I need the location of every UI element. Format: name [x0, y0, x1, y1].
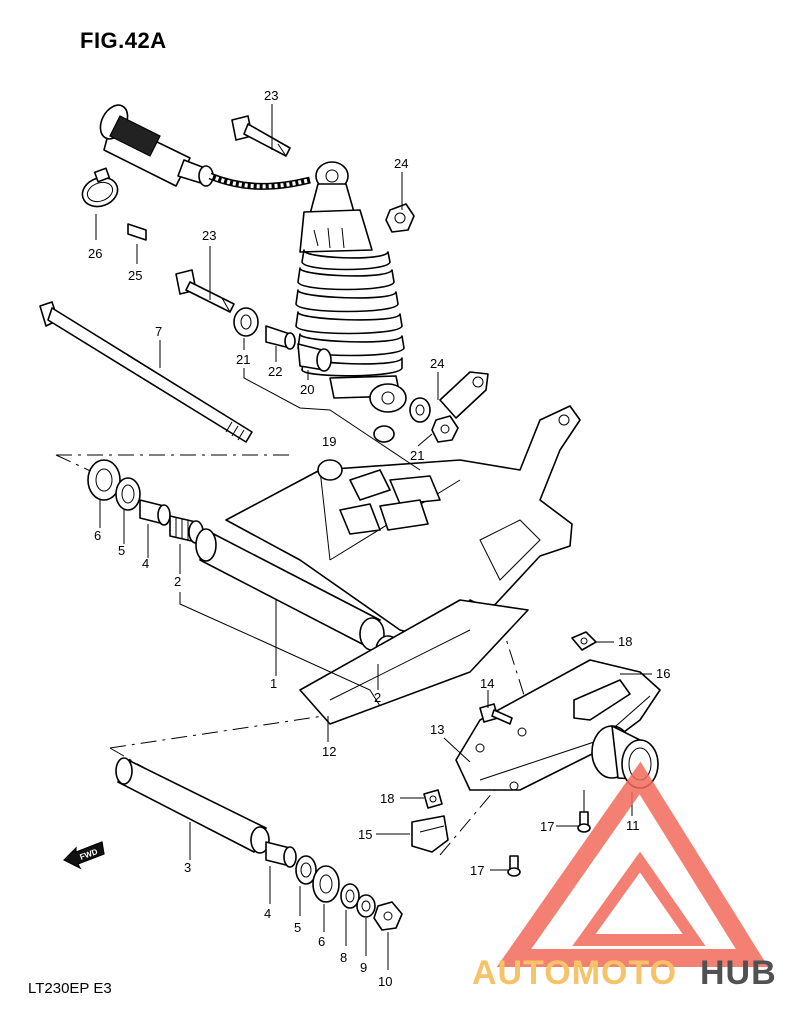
link-nut	[431, 415, 459, 443]
callout-3: 3	[184, 860, 191, 875]
callout-10: 10	[378, 974, 392, 989]
callout-13: 13	[430, 722, 444, 737]
link-washer	[409, 397, 431, 423]
lower-screw	[507, 855, 521, 877]
left-needle-bearing	[169, 515, 204, 544]
rear-shock-absorber	[295, 161, 407, 413]
callout-14: 14	[480, 676, 494, 691]
case-bolt	[479, 703, 513, 725]
callout-7: 7	[155, 324, 162, 339]
pivot-shaft	[39, 301, 253, 443]
callout-1: 1	[270, 676, 277, 691]
rubber-pad	[127, 223, 147, 241]
lower-collar	[356, 894, 376, 918]
callout-2-right: 2	[374, 690, 381, 705]
callout-8: 8	[340, 950, 347, 965]
callout-11: 11	[626, 818, 640, 833]
lower-thrust-washer	[340, 883, 360, 909]
callout-23-upper: 23	[264, 88, 278, 103]
fwd-arrow-icon: FWD	[62, 841, 105, 870]
chain-guard	[299, 599, 529, 725]
callout-labels: 23 24 26 25 23 7 21 22 20 24 19 21 6 5 4…	[88, 88, 670, 989]
case-bracket	[573, 679, 631, 721]
shock-upper-bolt	[231, 115, 291, 157]
callout-4-lower: 4	[264, 906, 271, 921]
callout-2-left: 2	[174, 574, 181, 589]
model-code: LT230EP E3	[28, 980, 112, 997]
callout-5-upper: 5	[118, 543, 125, 558]
lower-washer	[295, 855, 317, 885]
lower-spacer	[265, 841, 297, 868]
shock-lower-bolt	[175, 269, 235, 313]
guard-clip	[411, 815, 449, 853]
callout-26: 26	[88, 246, 102, 261]
callout-18-upper: 18	[618, 634, 632, 649]
callout-21-right: 21	[410, 448, 424, 463]
leader-lines	[95, 104, 652, 970]
callout-5-lower: 5	[294, 920, 301, 935]
upper-clip-nut	[571, 631, 597, 651]
shock-upper-nut	[385, 203, 415, 233]
left-oil-seal	[87, 459, 121, 501]
callout-17-lower: 17	[470, 863, 484, 878]
callout-17-right: 17	[540, 819, 554, 834]
callout-18-lower: 18	[380, 791, 394, 806]
watermark-word-hub: HUB	[700, 954, 777, 992]
callout-4-upper: 4	[142, 556, 149, 571]
callout-25: 25	[128, 268, 142, 283]
callout-6-lower: 6	[318, 934, 325, 949]
callout-23-lower: 23	[202, 228, 216, 243]
pivot-cap	[373, 901, 403, 931]
lower-pivot-tube	[115, 757, 270, 854]
left-washer	[115, 477, 141, 511]
right-screw	[577, 790, 591, 833]
watermark-logo: AUTOMOTO HUB	[472, 761, 777, 992]
callout-15: 15	[358, 827, 372, 842]
callout-24-upper: 24	[394, 156, 408, 171]
figure-title: FIG.42A	[80, 28, 167, 53]
swingarm	[195, 371, 581, 651]
shock-reservoir	[99, 104, 311, 190]
lower-clip-nut	[423, 789, 443, 809]
callout-16: 16	[656, 666, 670, 681]
callout-21-left: 21	[236, 352, 250, 367]
left-spacer	[139, 499, 171, 526]
callout-12: 12	[322, 744, 336, 759]
lower-oil-seal	[312, 865, 340, 903]
shock-spacer	[265, 325, 296, 350]
callout-19: 19	[322, 434, 336, 449]
shock-washer	[233, 307, 259, 337]
callout-24-lower: 24	[430, 356, 444, 371]
hose-clamp	[81, 167, 119, 208]
callout-22: 22	[268, 364, 282, 379]
callout-6-upper: 6	[94, 528, 101, 543]
callout-9: 9	[360, 960, 367, 975]
watermark-word-auto: AUTOMOTO	[472, 954, 677, 992]
shock-bushing	[297, 343, 332, 372]
callout-20: 20	[300, 382, 314, 397]
